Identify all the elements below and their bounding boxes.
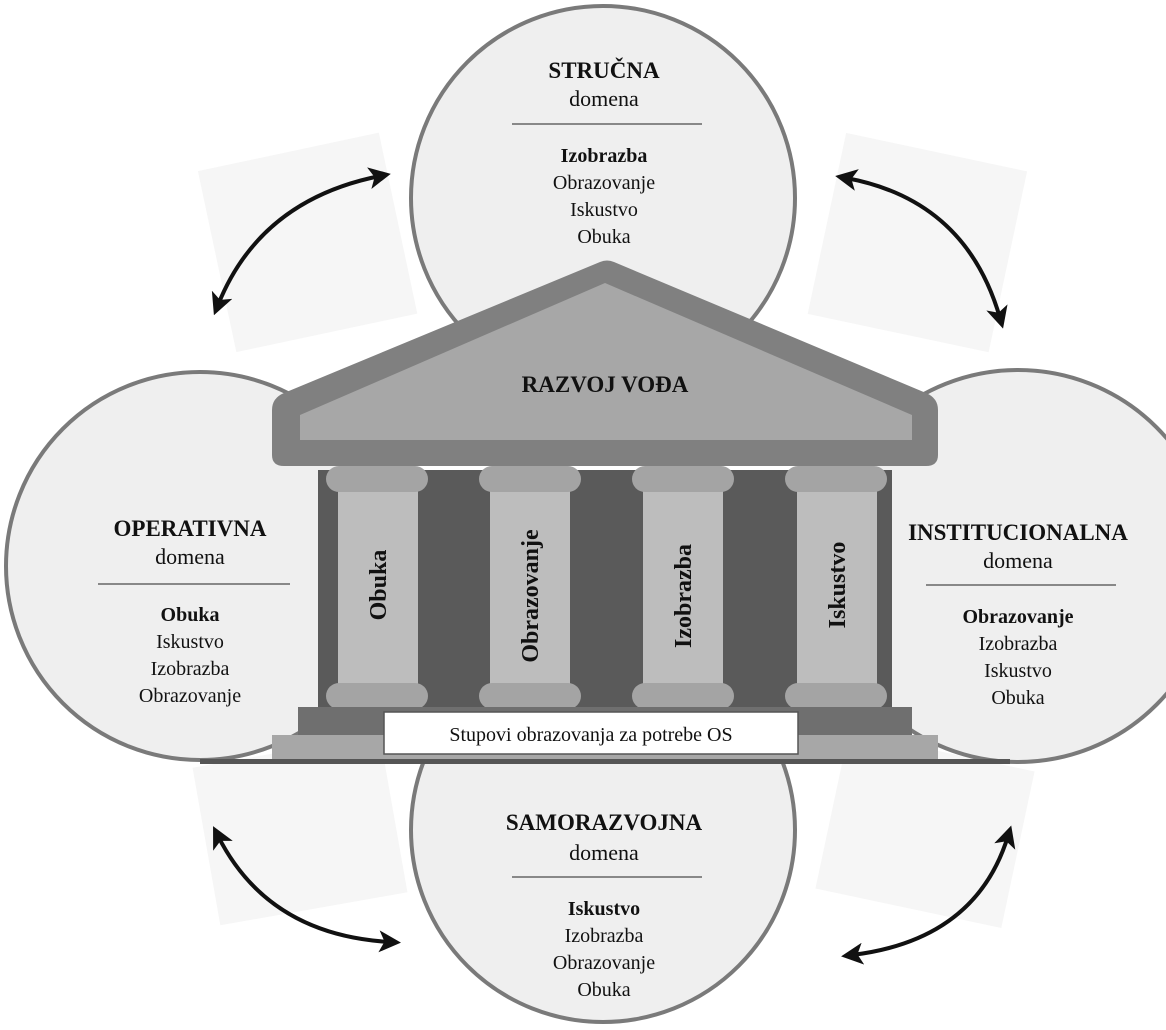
domain-item: Iskustvo [570, 199, 638, 221]
domain-primary: Iskustvo [568, 898, 640, 920]
domain-item: Izobrazba [979, 633, 1058, 655]
pillar-label-1: Obuka [366, 550, 392, 621]
pillar-label-4: Iskustvo [825, 542, 851, 629]
domain-primary: Obuka [161, 604, 220, 626]
domain-item: Iskustvo [984, 660, 1052, 682]
domain-title: OPERATIVNA [114, 516, 267, 541]
domain-item: Obrazovanje [553, 172, 655, 194]
domain-title: SAMORAZVOJNA [506, 810, 703, 835]
domain-subtitle: domena [983, 548, 1053, 573]
domain-item: Izobrazba [151, 658, 230, 680]
pillar-label-3: Izobrazba [671, 544, 697, 648]
domain-primary: Obrazovanje [962, 606, 1073, 628]
temple-title: RAZVOJ VOĐA [522, 372, 689, 397]
arrow-top-left [211, 167, 391, 316]
domain-left: OPERATIVNA domena Obuka Iskustvo Izobraz… [98, 516, 290, 707]
arrow-bottom-left [213, 826, 401, 953]
base-label-box [383, 711, 799, 755]
domain-item: Iskustvo [156, 631, 224, 653]
arrow-bottom-right [841, 825, 1016, 965]
pillar-3 [632, 466, 734, 709]
domain-top: STRUČNA domena Izobrazba Obrazovanje Isk… [512, 57, 702, 248]
pillar-label-2: Obrazovanje [518, 529, 544, 663]
pillar-2 [479, 466, 581, 709]
domain-primary: Izobrazba [561, 145, 648, 167]
domain-item: Obrazovanje [553, 952, 655, 974]
base-label: Stupovi obrazovanja za potrebe OS [449, 724, 732, 746]
domain-item: Obuka [991, 687, 1044, 709]
domain-title: INSTITUCIONALNA [908, 520, 1128, 545]
temple [200, 260, 1010, 764]
domain-subtitle: domena [569, 840, 639, 865]
pillar-4 [785, 466, 887, 709]
domain-subtitle: domena [569, 86, 639, 111]
domain-title: STRUČNA [548, 57, 660, 83]
domain-item: Obrazovanje [139, 685, 241, 707]
pillar-1 [326, 466, 428, 709]
arrow-top-right [835, 169, 1008, 329]
domain-item: Obuka [577, 226, 630, 248]
domain-item: Izobrazba [565, 925, 644, 947]
domain-bottom: SAMORAZVOJNA domena Iskustvo Izobrazba O… [506, 810, 703, 1001]
domain-item: Obuka [577, 979, 630, 1001]
domain-subtitle: domena [155, 544, 225, 569]
domain-right: INSTITUCIONALNA domena Obrazovanje Izobr… [908, 520, 1128, 709]
